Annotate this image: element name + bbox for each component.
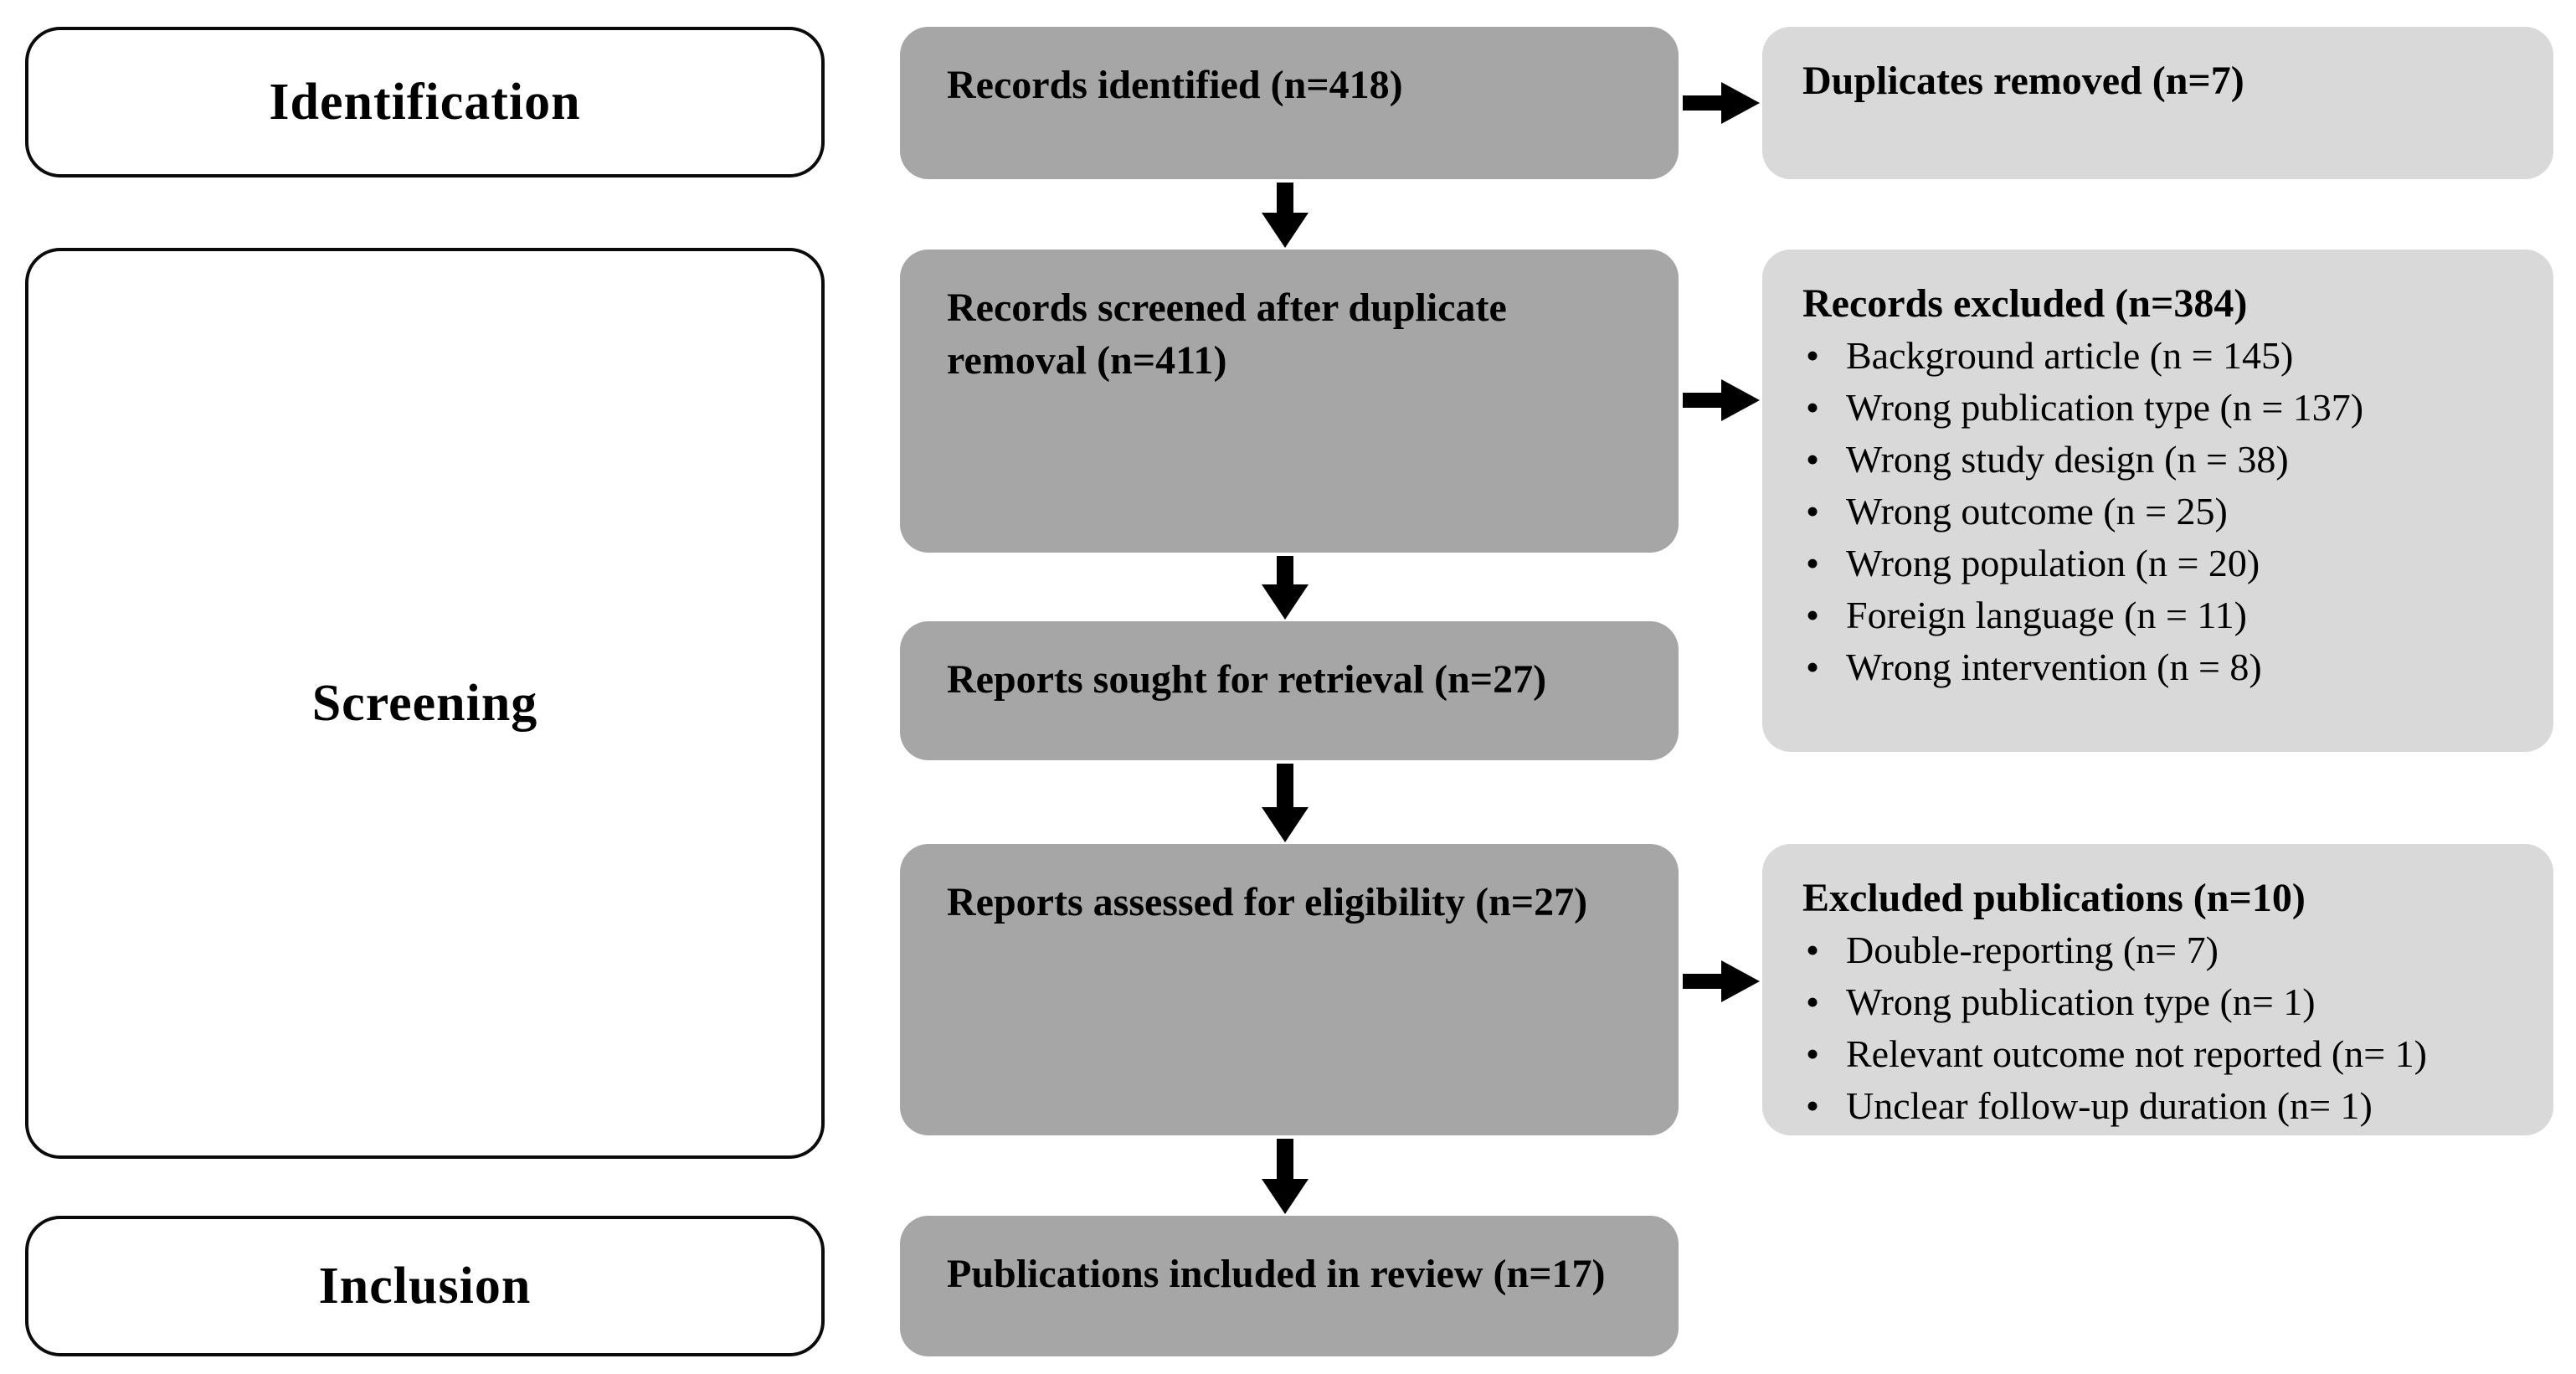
side-box-records-excluded-title: Records excluded (n=384) — [1802, 281, 2248, 326]
exclusion-item: Foreign language (n = 11) — [1802, 589, 2528, 641]
side-box-records-excluded: Records excluded (n=384) Background arti… — [1762, 250, 2553, 752]
exclusion-item: Wrong intervention (n = 8) — [1802, 641, 2528, 693]
arrow-stem — [1277, 556, 1293, 584]
exclusion-item: Wrong outcome (n = 25) — [1802, 486, 2528, 538]
arrow-right-icon — [1683, 379, 1760, 421]
arrow-down-icon — [1262, 1139, 1309, 1214]
flow-box-records-identified-label: Records identified (n=418) — [947, 63, 1403, 107]
arrow-stem — [1683, 974, 1721, 989]
arrow-stem — [1683, 393, 1721, 408]
side-box-duplicates-removed: Duplicates removed (n=7) — [1762, 27, 2553, 179]
stage-box-screening: Screening — [25, 248, 825, 1159]
exclusion-item: Wrong population (n = 20) — [1802, 538, 2528, 589]
arrow-down-icon — [1262, 764, 1309, 842]
exclusion-item: Relevant outcome not reported (n= 1) — [1802, 1028, 2528, 1080]
exclusion-item: Wrong study design (n = 38) — [1802, 434, 2528, 486]
arrow-stem — [1277, 1139, 1293, 1179]
flow-box-records-screened: Records screened after duplicate removal… — [900, 250, 1679, 553]
arrow-head — [1262, 213, 1309, 248]
records-excluded-reason-list: Background article (n = 145) Wrong publi… — [1802, 330, 2528, 693]
exclusion-item: Double-reporting (n= 7) — [1802, 924, 2528, 976]
side-box-excluded-publications: Excluded publications (n=10) Double-repo… — [1762, 844, 2553, 1135]
exclusion-item: Background article (n = 145) — [1802, 330, 2528, 382]
exclusion-item: Unclear follow-up duration (n= 1) — [1802, 1080, 2528, 1132]
exclusion-item: Wrong publication type (n = 137) — [1802, 382, 2528, 434]
arrow-stem — [1277, 764, 1293, 807]
flow-box-records-identified: Records identified (n=418) — [900, 27, 1679, 179]
stage-label-screening: Screening — [311, 674, 538, 732]
arrow-right-icon — [1683, 960, 1760, 1002]
stage-label-inclusion: Inclusion — [318, 1257, 532, 1315]
arrow-head — [1262, 807, 1309, 842]
flow-box-reports-assessed-label: Reports assessed for eligibility (n=27) — [947, 880, 1588, 924]
arrow-down-icon — [1262, 556, 1309, 620]
arrow-head — [1721, 82, 1760, 124]
side-box-duplicates-removed-title: Duplicates removed (n=7) — [1802, 59, 2244, 103]
stage-box-inclusion: Inclusion — [25, 1216, 825, 1356]
stage-label-identification: Identification — [269, 73, 581, 131]
flow-box-reports-sought-label: Reports sought for retrieval (n=27) — [947, 657, 1547, 702]
arrow-head — [1262, 584, 1309, 620]
arrow-stem — [1683, 95, 1721, 111]
flow-box-records-screened-label: Records screened after duplicate removal… — [947, 286, 1507, 383]
arrow-head — [1721, 960, 1760, 1002]
arrow-head — [1721, 379, 1760, 421]
flow-box-publications-included: Publications included in review (n=17) — [900, 1216, 1679, 1356]
arrow-down-icon — [1262, 183, 1309, 248]
flow-box-publications-included-label: Publications included in review (n=17) — [947, 1252, 1606, 1296]
exclusion-item: Wrong publication type (n= 1) — [1802, 976, 2528, 1028]
flow-box-reports-sought: Reports sought for retrieval (n=27) — [900, 621, 1679, 760]
arrow-right-icon — [1683, 82, 1760, 124]
arrow-head — [1262, 1179, 1309, 1214]
flow-box-reports-assessed: Reports assessed for eligibility (n=27) — [900, 844, 1679, 1135]
stage-box-identification: Identification — [25, 27, 825, 178]
side-box-excluded-publications-title: Excluded publications (n=10) — [1802, 876, 2306, 920]
excluded-publications-reason-list: Double-reporting (n= 7) Wrong publicatio… — [1802, 924, 2528, 1132]
arrow-stem — [1277, 183, 1293, 213]
